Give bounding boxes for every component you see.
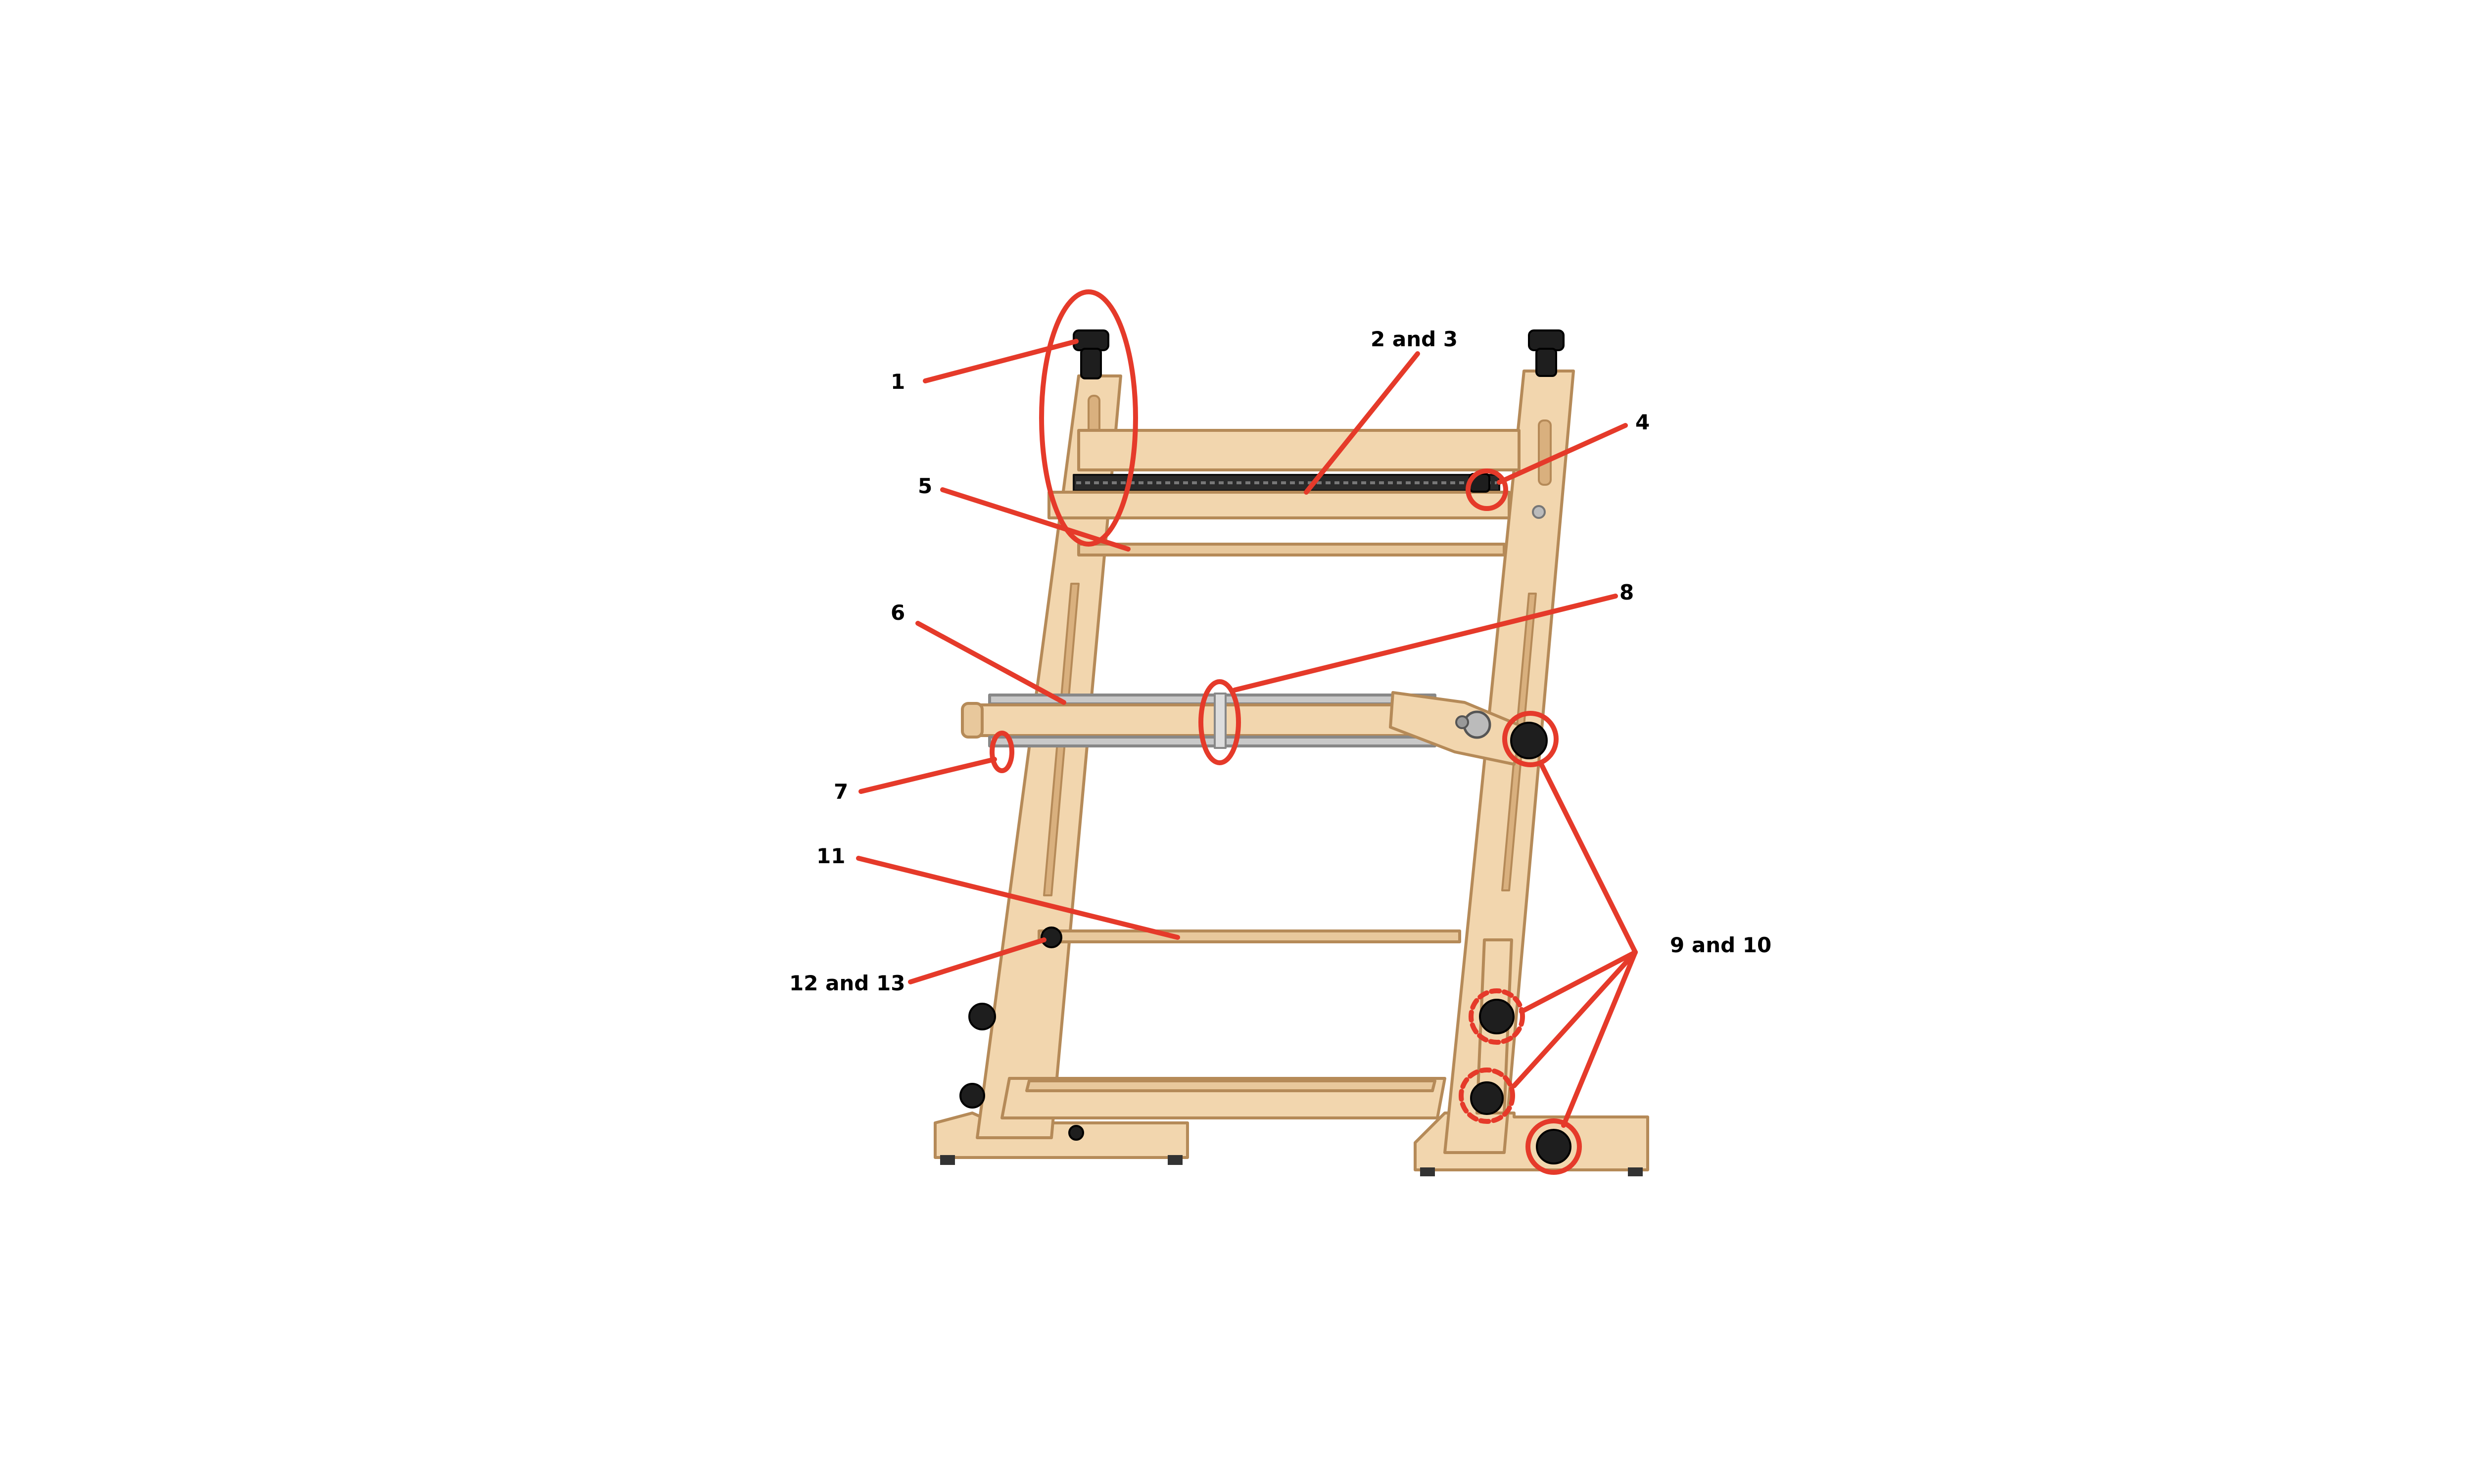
callout-label-4: 4 [1635,410,1650,434]
right-tension-knob [1510,722,1548,759]
callout-label-9-10: 9 and 10 [1670,933,1771,957]
callout-line-1 [923,339,1079,383]
right-upright-slot [1538,419,1552,486]
bottom-frame-back [1025,1079,1436,1092]
heddle-center-clip [1214,693,1227,749]
callout-line-12-13 [908,937,1047,984]
callout-labels: 1 2 and 3 4 5 6 7 8 9 and 10 11 12 and 1… [789,327,1771,995]
callout-label-11: 11 [816,844,845,868]
top-right-knob-stem [1535,348,1557,377]
callout-ellipse-7 [990,731,1014,773]
right-foot-pad [1628,1167,1643,1176]
lower-rod-knob [1041,927,1062,948]
callout-label-8: 8 [1619,580,1634,604]
callout-line-9-10 [1512,950,1638,1088]
left-side-knob [968,1003,996,1030]
callout-circle-9-10 [1502,711,1559,767]
callout-line-4 [1497,423,1628,485]
left-side-knob [959,1083,985,1109]
callout-line-8 [1232,594,1618,693]
top-right-knob [1528,329,1565,351]
callout-line-5 [940,487,1131,552]
callout-dashed-circle-9-10 [1469,988,1525,1045]
ratchet-block [1389,691,1525,766]
callout-label-12-13: 12 and 13 [789,971,905,995]
callout-label-6: 6 [891,601,905,625]
left-base-foot [934,1112,1189,1159]
callout-line-9-10 [1561,950,1638,1128]
top-left-knob-stem [1080,348,1102,379]
top-left-knob [1073,329,1109,351]
callout-line-2-3 [1304,351,1420,495]
callout-label-1: 1 [891,370,905,394]
heddle-end-cap [961,702,984,739]
upright-screw [1532,505,1546,519]
callout-label-2-3: 2 and 3 [1371,327,1458,351]
callout-label-5: 5 [918,474,932,498]
heddle-rod-lower [988,736,1436,747]
callout-circle-4 [1466,468,1508,511]
right-foot-pad [1420,1167,1435,1176]
callout-line-7 [858,757,997,794]
right-base-knob [1536,1129,1571,1164]
callout-ellipse-1 [1039,289,1138,547]
right-lower-knob [1479,999,1515,1034]
lower-rod [1038,929,1461,943]
heddle-beam [968,703,1446,737]
ratchet-pin [1455,715,1469,729]
callout-circle-9-10 [1525,1118,1582,1175]
left-foot-pad [1168,1155,1183,1165]
callout-line-9-10 [1539,762,1638,955]
left-foot-pad [940,1155,955,1165]
right-lower-knob [1470,1081,1504,1115]
callout-markers [856,289,1638,1175]
top-beam [1077,429,1521,471]
back-rod [1077,543,1506,556]
callout-ellipse-8 [1198,679,1241,765]
callout-line-11 [856,856,1180,940]
callout-label-7: 7 [834,780,848,804]
callout-dashed-circle-9-10 [1459,1067,1515,1124]
left-foot-knob [1068,1125,1084,1141]
callout-line-9-10 [1519,950,1638,1014]
callout-line-6 [915,621,1066,705]
knobs [959,329,1571,1164]
